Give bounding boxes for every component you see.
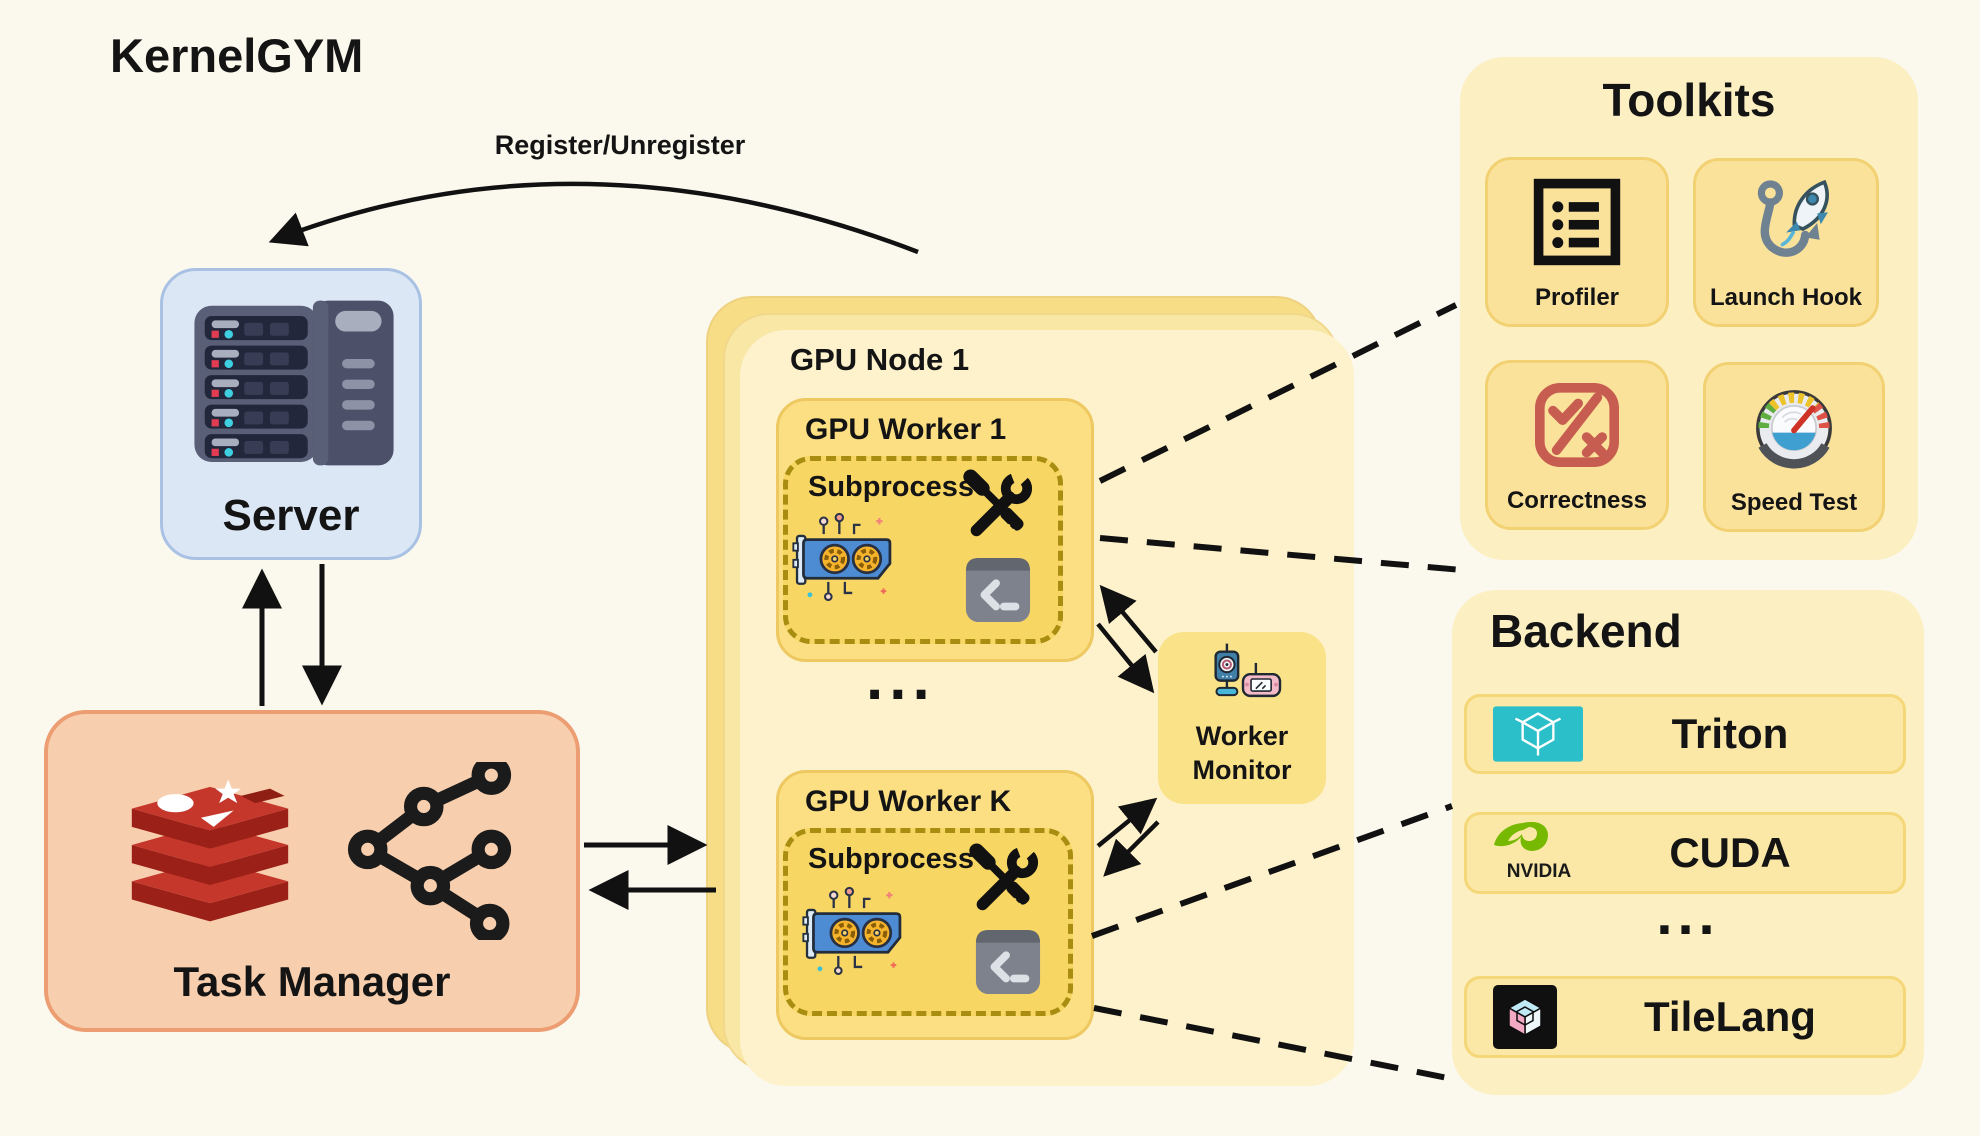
hook-rocket-icon [1757, 179, 1829, 257]
toolkit-card-label: Profiler [1534, 284, 1620, 311]
tools-icon [963, 468, 1033, 540]
register-arrow [268, 181, 919, 255]
toolkit-card-label: Launch Hook [1709, 284, 1862, 311]
backend-row-label: TileLang [1644, 993, 1816, 1040]
gpu-node-label: GPU Node 1 [790, 342, 970, 377]
toolkit-card-label: Correctness [1506, 487, 1648, 514]
gauge-icon [1756, 390, 1832, 469]
terminal-icon [965, 557, 1031, 623]
page-title: KernelGYM [110, 29, 364, 82]
task-graph-icon [347, 762, 512, 940]
task-manager-box: Task Manager [44, 710, 580, 1032]
backend-panel: Backend Triton NVIDIA CUDA ... Til [1452, 590, 1924, 1095]
triton-logo-icon [1493, 706, 1583, 762]
backend-row-label: Triton [1671, 710, 1789, 757]
backend-row-label: CUDA [1669, 829, 1791, 876]
terminal-icon [975, 929, 1041, 995]
worker-ellipsis: ... [866, 644, 936, 713]
register-unregister-label: Register/Unregister [494, 130, 746, 160]
subprocess-1-label: Subprocess [808, 471, 974, 503]
redis-icon [131, 779, 289, 922]
tilelang-logo-icon [1493, 985, 1557, 1049]
backend-ellipsis: ... [1656, 882, 1720, 947]
toolkit-card-correctness: Correctness [1485, 360, 1669, 530]
backend-row-cuda: NVIDIA CUDA [1464, 812, 1906, 894]
svg-text:NVIDIA: NVIDIA [1507, 861, 1572, 882]
profiler-list-icon [1533, 178, 1621, 266]
backend-title: Backend [1490, 605, 1682, 657]
worker-monitor-label: Worker Monitor [1192, 721, 1292, 785]
nvidia-logo-icon: NVIDIA [1494, 822, 1572, 882]
task-manager-label: Task Manager [173, 958, 451, 1005]
gpu-card-icon [792, 512, 892, 601]
toolkit-card-label: Speed Test [1730, 489, 1858, 516]
server-rack-icon [194, 300, 394, 466]
worker-monitor-box: Worker Monitor [1158, 632, 1326, 804]
backend-row-triton: Triton [1464, 694, 1906, 774]
gpu-worker-1-label: GPU Worker 1 [805, 413, 1007, 446]
backend-row-tilelang: TileLang [1464, 976, 1906, 1058]
check-cross-icon [1535, 383, 1619, 467]
gpu-card-icon [802, 886, 902, 975]
subprocess-k-label: Subprocess [808, 843, 974, 875]
toolkit-card-launch-hook: Launch Hook [1693, 158, 1879, 327]
camera-monitor-icon [1214, 643, 1282, 698]
gpu-worker-k-label: GPU Worker K [805, 785, 1012, 818]
tools-icon [969, 842, 1039, 914]
server-box: Server [160, 268, 422, 560]
toolkit-card-speed-test: Speed Test [1703, 362, 1885, 532]
toolkit-card-profiler: Profiler [1485, 157, 1669, 327]
server-label: Server [222, 491, 360, 540]
toolkits-panel: Toolkits Profiler Launch Hook [1460, 57, 1918, 560]
toolkits-title: Toolkits [1602, 74, 1776, 126]
